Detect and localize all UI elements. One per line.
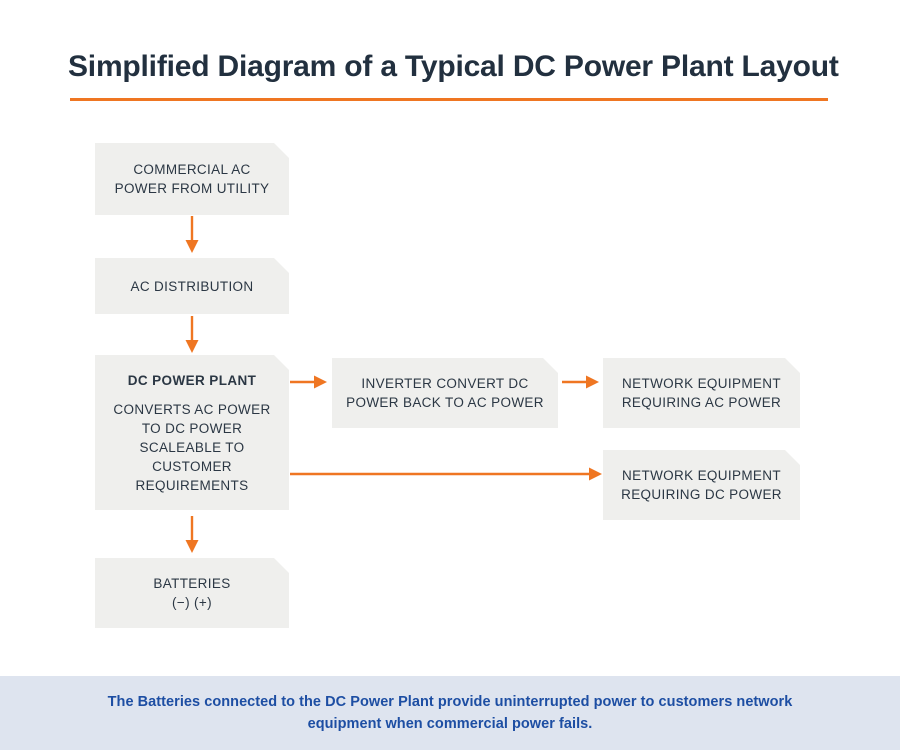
node-dc-power-plant: DC POWER PLANT CONVERTS AC POWER TO DC P… — [95, 355, 289, 510]
node-batteries-line1: BATTERIES — [153, 576, 231, 591]
node-batteries: BATTERIES (−) (+) — [95, 558, 289, 628]
node-inverter-line1: INVERTER CONVERT DC — [361, 376, 529, 391]
node-ac-distribution: AC DISTRIBUTION — [95, 258, 289, 314]
node-inverter: INVERTER CONVERT DC POWER BACK TO AC POW… — [332, 358, 558, 428]
node-inverter-line2: POWER BACK TO AC POWER — [346, 395, 544, 410]
node-network-equipment-dc-line2: REQUIRING DC POWER — [621, 487, 782, 502]
node-commercial-ac-power-line1: COMMERCIAL AC — [133, 162, 251, 177]
node-network-equipment-dc: NETWORK EQUIPMENT REQUIRING DC POWER — [603, 450, 800, 520]
arrow-distribution-to-plant-icon — [182, 316, 202, 354]
node-network-equipment-ac: NETWORK EQUIPMENT REQUIRING AC POWER — [603, 358, 800, 428]
arrow-inverter-to-network-ac-icon — [562, 372, 600, 392]
arrow-plant-to-batteries-icon — [182, 516, 202, 554]
footer-caption-line2: customers network equipment when commerc… — [307, 694, 793, 732]
node-dc-power-plant-line4: CUSTOMER — [152, 458, 232, 474]
node-dc-power-plant-line1: CONVERTS AC POWER — [113, 401, 271, 417]
node-ac-distribution-line1: AC DISTRIBUTION — [130, 278, 254, 294]
footer-caption: The Batteries connected to the DC Power … — [100, 691, 800, 735]
title-underline-rule — [70, 98, 828, 101]
node-commercial-ac-power: COMMERCIAL AC POWER FROM UTILITY — [95, 143, 289, 215]
arrow-plant-to-network-dc-icon — [290, 464, 603, 484]
node-dc-power-plant-line5: REQUIREMENTS — [135, 477, 249, 493]
node-commercial-ac-power-line2: POWER FROM UTILITY — [114, 181, 270, 196]
page-title: Simplified Diagram of a Typical DC Power… — [68, 50, 839, 83]
node-dc-power-plant-heading: DC POWER PLANT — [127, 372, 257, 388]
node-network-equipment-dc-line1: NETWORK EQUIPMENT — [622, 468, 781, 483]
node-dc-power-plant-line3: SCALEABLE TO — [139, 439, 245, 455]
node-network-equipment-ac-line2: REQUIRING AC POWER — [621, 395, 782, 410]
node-dc-power-plant-line2: TO DC POWER — [141, 420, 243, 436]
arrow-plant-to-inverter-icon — [290, 372, 328, 392]
node-network-equipment-ac-line1: NETWORK EQUIPMENT — [622, 376, 781, 391]
footer-caption-line1: The Batteries connected to the DC Power … — [107, 694, 655, 710]
node-batteries-polarity: (−) (+) — [172, 595, 212, 610]
arrow-ac-to-distribution-icon — [182, 216, 202, 254]
footer-banner: The Batteries connected to the DC Power … — [0, 676, 900, 750]
